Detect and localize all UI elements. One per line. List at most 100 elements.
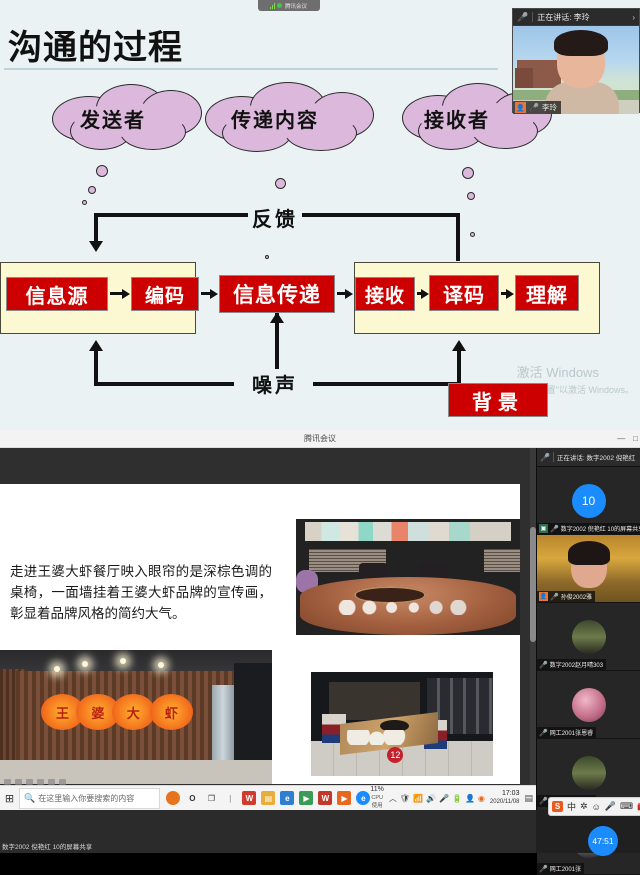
ime-mode-toggle[interactable]: 中 — [567, 802, 577, 812]
battery-icon[interactable]: 🔋 — [451, 793, 462, 803]
arrow-line — [417, 292, 423, 295]
taskbar-clock[interactable]: 17:03 2020/11/08 — [490, 790, 520, 807]
sogou-logo-icon[interactable]: S — [552, 801, 563, 812]
shield-icon[interactable]: 🛡 — [399, 793, 411, 803]
windows-taskbar[interactable]: ⊞ 🔍 在这里输入你要搜索的内容 O ❐ | W ▤ e ▶ W ▶ e 11%… — [0, 785, 536, 810]
flow-box-receiving: 接收 — [355, 277, 415, 311]
pinned-app-icon[interactable] — [166, 791, 181, 805]
participant-tile[interactable]: 10 ▣ 🎤 数字2002 倪艳红 10的屏幕共享 — [537, 467, 640, 535]
scrollbar-thumb[interactable] — [530, 527, 536, 643]
window-title: 腾讯会议 — [304, 434, 336, 443]
pdf-icon[interactable]: ▶ — [337, 791, 352, 805]
chevron-up-icon[interactable]: ︿ — [388, 793, 397, 803]
window-title-bar[interactable]: 腾讯会议 — □ — [0, 430, 640, 448]
noise-label: 噪声 — [248, 369, 302, 398]
cloud-content-label: 传递内容 — [231, 108, 319, 132]
photo-grill — [380, 719, 410, 733]
watermark-line-2: 转到"设置"以激活 Windows。 — [516, 385, 634, 395]
bubble-dot — [470, 232, 475, 237]
mic-icon[interactable]: 🎤 — [439, 793, 449, 803]
taskbar-app-icons[interactable]: O ❐ | W ▤ e ▶ W ▶ e — [166, 791, 371, 805]
ime-icon[interactable] — [26, 779, 33, 785]
ime-icon[interactable] — [59, 779, 66, 785]
window-controls[interactable]: — □ — [617, 434, 638, 443]
noise-arrow-right — [452, 340, 466, 351]
arrow-line — [201, 292, 211, 295]
browser-icon[interactable]: e — [280, 791, 295, 805]
network-icon[interactable]: 📶 — [413, 793, 424, 803]
photo-lamp — [119, 658, 126, 665]
photo-chair — [321, 713, 346, 743]
volume-icon[interactable]: 🔊 — [426, 793, 436, 803]
participant-nameplate: ▣ 🎤 数字2002 倪艳红 10的屏幕共享 — [537, 523, 640, 534]
watermark-line-1: 激活 Windows — [516, 365, 599, 380]
arrow-head — [210, 289, 218, 299]
participant-tile[interactable]: 👤 🎤 孙俊2002雅 — [537, 535, 640, 603]
player-icon[interactable]: ▶ — [299, 791, 314, 805]
toolbox-icon[interactable]: 🧰 — [637, 801, 640, 812]
restaurant-facade-photo: 王 婆 大 虾 — [0, 650, 272, 784]
speaking-label: 正在讲话: 数字2002 倪艳红 10 — [556, 455, 637, 462]
slide-title: 沟通的过程 — [8, 28, 183, 68]
ime-toolbar-strip[interactable] — [0, 778, 120, 786]
meeting-timer-bubble[interactable]: 47:51 — [588, 826, 618, 856]
noise-line-left-up — [94, 349, 98, 386]
tray-icons[interactable]: ︿ 🛡 📶 🔊 🎤 🔋 👤 ◉ — [389, 793, 485, 804]
video-person-hair — [567, 541, 610, 566]
participant-nameplate: 👤 🎤 孙俊2002雅 — [537, 591, 596, 602]
chevron-right-icon[interactable]: › — [632, 12, 635, 22]
participants-sidebar: 🎤 正在讲话: 数字2002 倪艳红 10 10 ▣ 🎤 数字2002 倪艳红 … — [536, 448, 640, 875]
folder-icon[interactable]: ▤ — [261, 791, 276, 805]
photo-tableware — [336, 600, 476, 616]
bubble-dot — [265, 255, 269, 259]
bubble-dot — [275, 178, 286, 189]
stage-scrollbar[interactable] — [530, 448, 536, 808]
ime-floating-bar[interactable]: S 中 ✲ ☺ 🎤 ⌨ 🧰 ☰ — [548, 797, 640, 816]
noise-line-right-up — [457, 349, 461, 386]
photo-lamp — [157, 662, 164, 669]
noise-arrow-left — [89, 340, 103, 351]
bubble-dot — [96, 165, 108, 177]
speaker-video-overlay[interactable]: 🎤 正在讲话: 李玲 › 👤 🎤 李玲 — [512, 8, 640, 114]
ime-icon[interactable] — [15, 779, 22, 785]
participant-tile[interactable]: 🎤 网工2001张恩睿 — [537, 671, 640, 739]
word-icon[interactable]: W — [318, 791, 333, 805]
task-view-icon[interactable]: ❐ — [207, 793, 215, 803]
noise-arrow-center — [270, 312, 284, 323]
emoji-icon[interactable]: ☺ — [591, 801, 601, 812]
participant-name: 孙俊2002雅 — [560, 595, 593, 601]
mic-muted-icon: 🎤 — [539, 865, 548, 873]
participant-nameplate: 🎤 网工2001张 — [537, 863, 585, 874]
keyboard-icon[interactable]: ⌨ — [619, 801, 633, 811]
sun-icon[interactable]: ✲ — [580, 801, 588, 811]
arrow-head — [345, 289, 353, 299]
cloud-sender-label: 发送者 — [80, 108, 146, 132]
search-placeholder: 在这里输入你要搜索的内容 — [38, 793, 135, 803]
photo-back-wall — [329, 682, 421, 720]
minimize-button[interactable]: — — [617, 434, 626, 443]
signal-bars-icon — [269, 2, 275, 9]
flow-box-information-source: 信息源 — [6, 277, 108, 311]
notification-icon[interactable]: ◉ — [477, 793, 485, 803]
windows-start-icon[interactable]: ⊞ — [4, 792, 15, 805]
mic-muted-icon: 🎤 — [539, 797, 548, 805]
clock-date: 2020/11/08 — [489, 799, 520, 805]
people-icon[interactable]: 👤 — [464, 793, 475, 803]
mic-icon[interactable]: 🎤 — [604, 801, 616, 811]
wps-icon[interactable]: W — [242, 791, 257, 805]
cortana-icon[interactable]: O — [189, 793, 196, 803]
search-icon: 🔍 — [24, 792, 36, 803]
video-bg-building-2 — [515, 68, 533, 88]
edge-icon[interactable]: e — [356, 791, 371, 805]
taskbar-search-input[interactable]: 🔍 在这里输入你要搜索的内容 — [19, 787, 161, 809]
action-center-icon[interactable]: ▤ — [524, 792, 533, 803]
participant-tile[interactable]: 🎤 数字2002赵月晴303 — [537, 603, 640, 671]
maximize-button[interactable]: □ — [633, 434, 638, 443]
ime-icon[interactable] — [37, 779, 44, 785]
taskbar-tray[interactable]: 11% CPU使用 ︿ 🛡 📶 🔊 🎤 🔋 👤 ◉ 17:03 2020/11/… — [370, 786, 536, 810]
clock-time: 17:03 — [501, 789, 520, 797]
photo-dark-area — [233, 663, 272, 768]
screen-share-indicator-pill[interactable]: 腾讯会议 — [258, 0, 320, 11]
ime-icon[interactable] — [48, 779, 55, 785]
ime-icon[interactable] — [4, 779, 11, 785]
